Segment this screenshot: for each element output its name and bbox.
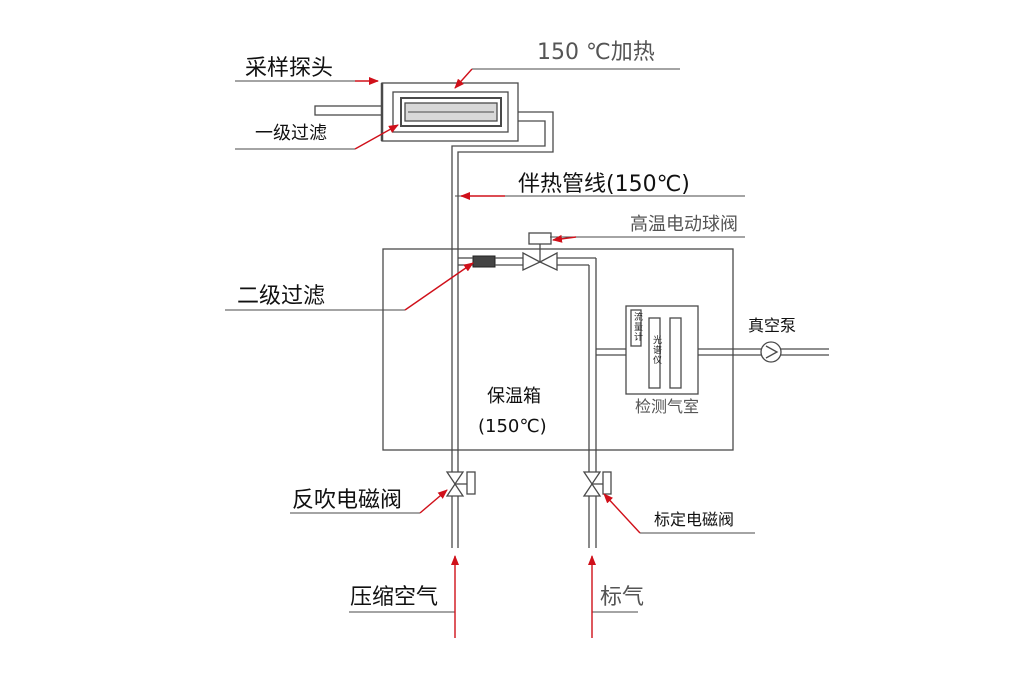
secondary-filter [472,255,496,268]
main-gas-pipe [458,257,626,472]
label-flow-meter: 流量计 [632,312,642,342]
label-primary-filter: 一级过滤 [255,123,327,144]
label-ht-ball-valve: 高温电动球阀 [630,214,738,235]
detection-chamber [625,305,699,395]
sampling-probe [314,82,519,142]
vacuum-pump-pipe [698,348,829,356]
label-vacuum-pump: 真空泵 [748,316,797,335]
label-backflush-solenoid: 反吹电磁阀 [292,488,403,513]
label-insulated-box-temp: (150℃) [478,416,547,437]
label-heating-150: 150 ℃加热 [537,40,655,65]
label-sampling-probe: 采样探头 [245,56,334,81]
label-compressed-air: 压缩空气 [350,585,439,610]
label-instrument: 光谱仪 [651,335,661,365]
calibration-solenoid-valve [582,471,612,497]
label-calibration-solenoid: 标定电磁阀 [654,510,735,529]
backflush-solenoid-valve [445,471,476,497]
label-insulated-box: 保温箱 [487,386,541,407]
label-secondary-filter: 二级过滤 [237,284,326,309]
label-detection-chamber: 检测气室 [635,397,700,416]
calibration-line [588,496,597,548]
label-standard-gas: 标气 [600,585,645,610]
label-heat-trace-line: 伴热管线(150℃) [518,172,690,197]
pointer-arrows [354,68,641,638]
vacuum-pump [760,341,782,363]
backflush-line [451,496,459,548]
ht-ball-valve [522,232,558,272]
heat-trace-line [451,111,554,472]
